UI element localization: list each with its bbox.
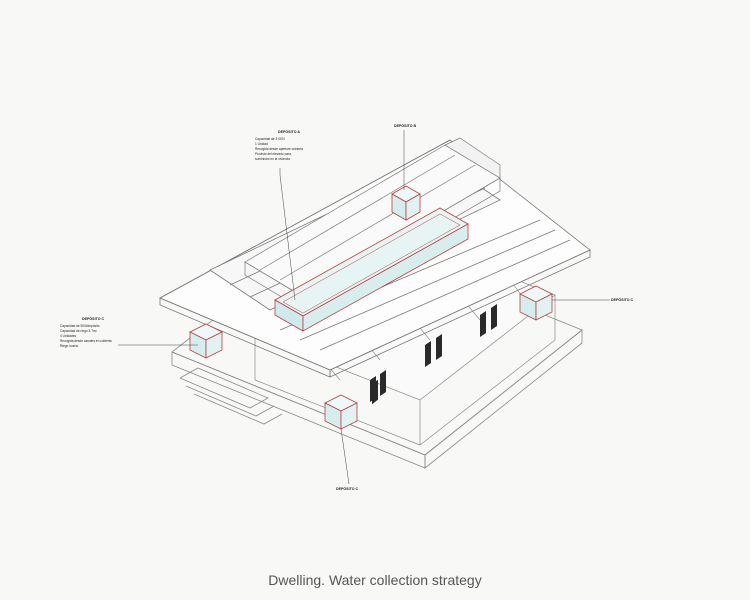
isometric-house-diagram: DEPÓSITO A Capacidad de 3.000 l 1 Unidad…: [60, 123, 634, 491]
openings: [370, 304, 497, 405]
window: [436, 334, 442, 360]
leader-lines: [118, 130, 610, 485]
window: [380, 370, 386, 396]
window: [370, 376, 376, 402]
tank-c-bottom: [324, 394, 358, 430]
label-tank-a-line: Provisto del elevado para: [255, 152, 291, 156]
label-tank-a-line: suministro en la vivienda: [255, 157, 290, 161]
label-tank-c-left-title: DEPÓSITO C: [82, 316, 105, 321]
label-tank-a-line: 1 Unidad: [255, 142, 268, 146]
label-tank-a-line: Capacidad de 3.000 l: [255, 137, 285, 141]
label-tank-b-title: DEPÓSITO B: [394, 123, 417, 128]
window: [425, 341, 431, 367]
label-tank-c-left-line: Riego huerto: [60, 344, 78, 348]
label-tank-c-left-line: Capacidad de riego 3.7m²: [60, 329, 97, 333]
label-tank-c-bottom-title: DEPÓSITO C: [336, 486, 359, 491]
label-tank-c-right-title: DEPÓSITO C: [611, 297, 634, 302]
window: [491, 304, 497, 330]
label-tank-c-left-line: Recogida desde canales en cubierta: [60, 339, 112, 343]
tank-a: [274, 207, 469, 332]
label-tank-a-line: Recogida desde aperture cubierta: [255, 147, 303, 151]
tank-b: [391, 185, 421, 221]
window: [480, 311, 486, 337]
label-tank-a-title: DEPÓSITO A: [278, 129, 300, 134]
label-tank-c-left: DEPÓSITO C Capacidad de 500l/depósito Ca…: [60, 316, 112, 348]
tank-c-right: [519, 285, 553, 321]
label-tank-a: DEPÓSITO A Capacidad de 3.000 l 1 Unidad…: [255, 129, 303, 161]
label-tank-c-left-line: Capacidad de 500l/depósito: [60, 324, 100, 328]
label-tank-c-left-line: 4 Unidades: [60, 334, 77, 338]
figure-caption: Dwelling. Water collection strategy: [268, 572, 482, 588]
